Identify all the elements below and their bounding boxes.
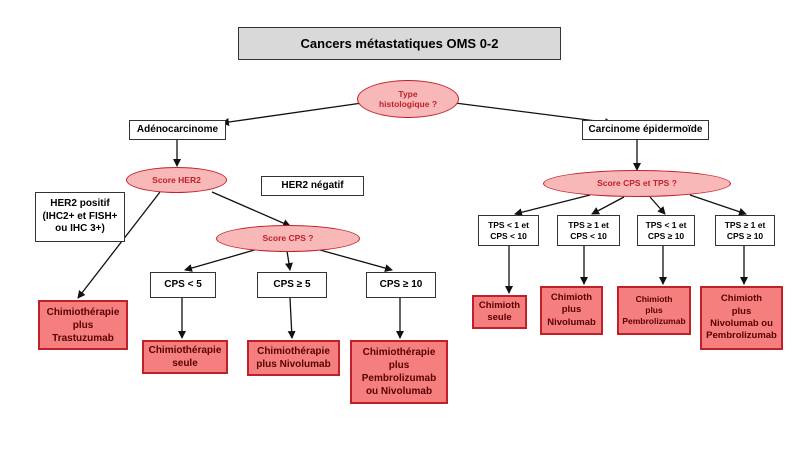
her2-positif-label: HER2 positif (IHC2+ et FISH+ ou IHC 3+) bbox=[35, 192, 125, 242]
arrow-ge5-to-nivo bbox=[287, 297, 296, 339]
node-text-line: HER2 positif bbox=[50, 198, 110, 210]
arrow-score-to-tps4 bbox=[689, 194, 747, 216]
tps2-node: TPS ≥ 1 et CPS < 10 bbox=[557, 215, 620, 246]
node-text-line: Chimiothérapie bbox=[46, 306, 120, 318]
cps-lt5-node: CPS < 5 bbox=[150, 272, 216, 298]
her2-negatif-label: HER2 négatif bbox=[261, 176, 364, 196]
node-text-line: seule bbox=[487, 312, 512, 323]
arrow-cps-to-lt5 bbox=[184, 248, 259, 272]
node-text-line: ou Nivolumab bbox=[365, 386, 433, 397]
cps-ge5-node: CPS ≥ 5 bbox=[257, 272, 327, 298]
tps1-node: TPS < 1 et CPS < 10 bbox=[478, 215, 539, 246]
node-text-line: Chimioth bbox=[635, 293, 673, 304]
arrow-score-to-tps2 bbox=[591, 196, 625, 215]
outcome-chimio-trastuzumab: Chimiothérapie plus Trastuzumab bbox=[38, 300, 128, 350]
node-text-line: TPS ≥ 1 et bbox=[724, 219, 766, 230]
node-text-line: Pembrolizumab bbox=[706, 330, 777, 342]
node-text-line: TPS < 1 et bbox=[488, 219, 529, 230]
node-text-line: (IHC2+ et FISH+ bbox=[42, 210, 118, 222]
score-her2-node: Score HER2 bbox=[126, 167, 227, 193]
node-text-line: Trastuzumab bbox=[52, 332, 114, 344]
node-text-line: plus bbox=[645, 304, 663, 315]
outcome-chimioth-pembrolizumab: Chimioth plus Pembrolizumab bbox=[617, 286, 691, 335]
node-text-line: Pembrolizumab bbox=[361, 373, 437, 384]
node-text-line: CPS < 10 bbox=[570, 230, 607, 241]
score-cps-tps-node: Score CPS et TPS ? bbox=[543, 170, 731, 197]
tps3-node: TPS < 1 et CPS ≥ 10 bbox=[637, 215, 695, 246]
node-text-line: plus bbox=[561, 304, 582, 316]
node-text-line: seule bbox=[172, 358, 198, 369]
node-text-line: plus bbox=[388, 360, 410, 371]
score-cps-node: Score CPS ? bbox=[216, 225, 360, 252]
arrow-her2-to-cps bbox=[211, 191, 291, 227]
node-text-line: Chimiothérapie bbox=[362, 347, 436, 358]
node-text-line: TPS < 1 et bbox=[645, 219, 687, 230]
node-text-line: histologique ? bbox=[378, 99, 438, 109]
adenocarcinome-node: Adénocarcinome bbox=[129, 120, 226, 140]
outcome-chimioth-seule: Chimioth seule bbox=[472, 295, 527, 329]
type-histologique-node: Type histologique ? bbox=[357, 80, 459, 118]
node-text-line: TPS ≥ 1 et bbox=[568, 219, 609, 230]
arrow-score-to-tps3 bbox=[649, 196, 666, 215]
arrow-type-to-carcinome bbox=[454, 102, 613, 127]
node-text-line: plus Nivolumab bbox=[256, 359, 331, 370]
node-text-line: CPS ≥ 10 bbox=[647, 230, 685, 241]
outcome-chimio-nivolumab: Chimiothérapie plus Nivolumab bbox=[247, 340, 340, 376]
outcome-chimio-pembro-ou-nivo: Chimiothérapie plus Pembrolizumab ou Niv… bbox=[350, 340, 448, 404]
arrow-cps-to-ge10 bbox=[319, 249, 393, 272]
tps4-node: TPS ≥ 1 et CPS ≥ 10 bbox=[715, 215, 775, 246]
node-text-line: Type bbox=[398, 88, 418, 99]
node-text-line: Chimioth bbox=[720, 293, 763, 305]
node-text-line: Chimiothérapie bbox=[148, 345, 222, 356]
outcome-chimio-seule: Chimiothérapie seule bbox=[142, 340, 228, 374]
node-text-line: ou IHC 3+) bbox=[55, 223, 105, 235]
node-text-line: Chimiothérapie bbox=[257, 346, 330, 357]
node-text-line: CPS ≥ 10 bbox=[726, 230, 764, 241]
node-text-line: Chimioth bbox=[550, 291, 593, 303]
arrow-score-to-tps1 bbox=[514, 194, 591, 217]
outcome-chimioth-nivo-ou-pembro: Chimioth plus Nivolumab ou Pembrolizumab bbox=[700, 286, 783, 350]
outcome-chimioth-nivolumab: Chimioth plus Nivolumab bbox=[540, 286, 603, 335]
arrow-type-to-adeno bbox=[221, 102, 363, 126]
arrow-her2-to-positif-outcome bbox=[77, 191, 161, 299]
diagram-title: Cancers métastatiques OMS 0-2 bbox=[238, 27, 561, 60]
cps-ge10-node: CPS ≥ 10 bbox=[366, 272, 436, 298]
node-text-line: Chimioth bbox=[478, 299, 521, 311]
node-text-line: Nivolumab ou bbox=[710, 318, 773, 329]
node-text-line: Pembrolizumab bbox=[622, 316, 686, 327]
node-text-line: Nivolumab bbox=[547, 316, 596, 328]
node-text-line: plus bbox=[72, 319, 94, 331]
node-text-line: CPS < 10 bbox=[490, 230, 527, 241]
carcinome-epidermoide-node: Carcinome épidermoïde bbox=[582, 120, 709, 140]
node-text-line: plus bbox=[731, 305, 752, 317]
arrow-cps-to-ge5 bbox=[284, 250, 293, 271]
